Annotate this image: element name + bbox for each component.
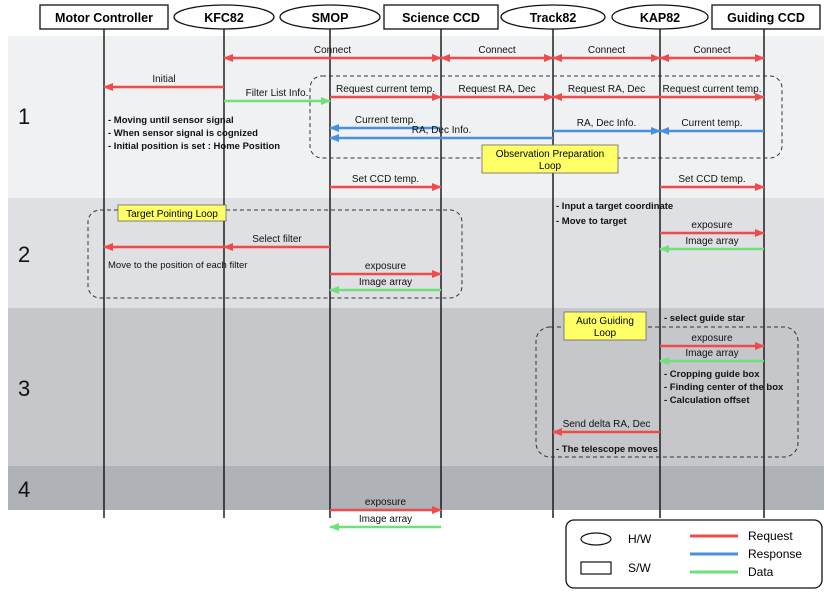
phase-number-2: 2 — [18, 242, 30, 267]
phase-number-1: 1 — [18, 104, 30, 129]
legend-sw-rect — [580, 561, 612, 575]
note-text: - The telescope moves — [556, 444, 658, 455]
note-text: - Cropping guide box — [664, 369, 760, 380]
phase-number-3: 3 — [18, 376, 30, 401]
phase-band-1 — [8, 36, 824, 198]
legend: H/W S/W Request Response Data — [565, 519, 823, 589]
lane-header-ellipse — [611, 4, 709, 30]
message-arrows: Connect Connect Connect ConnectInitialFilte… — [103, 45, 765, 531]
message-label: Image array — [685, 236, 738, 247]
loop-label-box — [563, 311, 647, 341]
message-label: Image array — [359, 277, 412, 288]
loop-label-text: Loop — [594, 328, 617, 339]
phase-band-3 — [8, 308, 824, 466]
loop-label-text: Target Pointing Loop — [126, 209, 218, 220]
lane-header-box — [711, 4, 821, 30]
lane-label: Guiding CCD — [727, 11, 805, 25]
phase-number-4: 4 — [18, 477, 30, 502]
lane-label: KAP82 — [640, 11, 680, 25]
loop-labels: Observation Preparation Loop Target Poin… — [117, 144, 647, 341]
loop-label-text: Observation Preparation — [496, 149, 604, 160]
lane-headers: Motor Controller KFC82 SMOP Science CCD … — [39, 4, 821, 30]
message-label: Request current temp. — [336, 84, 435, 95]
lane-header-ellipse — [500, 4, 606, 30]
legend-sw-label: S/W — [628, 561, 651, 575]
message-label: exposure — [365, 497, 407, 508]
message-label: exposure — [691, 220, 733, 231]
message-label: Connect — [693, 45, 730, 56]
legend-hw-ellipse — [580, 532, 612, 546]
message-label: Initial — [152, 74, 175, 85]
lane-label: KFC82 — [204, 11, 244, 25]
legend-request-label: Request — [748, 529, 793, 543]
legend-response-label: Response — [748, 547, 802, 561]
note-text: - Moving until sensor signal — [108, 115, 234, 126]
message-label: exposure — [691, 333, 733, 344]
message-label: Set CCD temp. — [352, 174, 419, 185]
note-text: - Initial position is set : Home Positio… — [108, 141, 280, 152]
lane-label: SMOP — [312, 11, 349, 25]
message-label: exposure — [365, 261, 407, 272]
legend-hw-label: H/W — [628, 532, 652, 546]
phase-numbers: 1 2 3 4 — [18, 104, 30, 502]
message-label: Connect — [314, 45, 351, 56]
loop-label-text: Loop — [539, 161, 562, 172]
message-label: RA, Dec Info. — [412, 125, 471, 136]
loop-frames — [87, 75, 799, 458]
message-label: Current temp. — [355, 115, 416, 126]
lane-header-box — [39, 4, 169, 30]
notes: - Moving until sensor signal - When sens… — [108, 115, 784, 455]
message-label: Filter List Info. — [246, 88, 309, 99]
loop-frame-observation — [309, 75, 783, 159]
message-label: Current temp. — [681, 118, 742, 129]
note-text: - Calculation offset — [664, 395, 750, 406]
loop-label-text: Auto Guiding — [576, 316, 634, 327]
message-label: Request current temp. — [663, 84, 762, 95]
message-label: RA, Dec Info. — [577, 118, 636, 129]
loop-label-box — [481, 144, 619, 174]
note-text: - Move to target — [556, 216, 628, 227]
phase-band-4 — [8, 466, 824, 510]
message-label: Request RA, Dec — [458, 84, 535, 95]
loop-frame-auto-guiding — [535, 326, 799, 458]
lane-header-ellipse — [173, 4, 275, 30]
message-label: Connect — [478, 45, 515, 56]
message-label: Select filter — [252, 234, 302, 245]
lane-label: Track82 — [530, 11, 577, 25]
note-text: - select guide star — [664, 313, 745, 324]
message-label: Image array — [685, 348, 738, 359]
note-text: - Input a target coordinate — [556, 201, 673, 212]
lane-header-box — [383, 4, 499, 30]
lifelines — [103, 28, 765, 518]
lane-header-ellipse — [279, 4, 381, 30]
note-text: - When sensor signal is cognized — [108, 128, 258, 139]
message-label: Request RA, Dec — [568, 84, 645, 95]
lane-label: Motor Controller — [55, 11, 153, 25]
note-text: - Finding center of the box — [664, 382, 784, 393]
message-label: Send delta RA, Dec — [563, 419, 651, 430]
legend-data-label: Data — [748, 565, 774, 579]
loop-label-box — [117, 204, 227, 222]
message-label: Connect — [588, 45, 625, 56]
message-label: Set CCD temp. — [678, 174, 745, 185]
loop-frame-target-pointing — [87, 209, 463, 299]
note-text: Move to the position of each filter — [108, 260, 247, 271]
message-label: Image array — [359, 514, 412, 525]
phase-bands — [8, 36, 824, 510]
lane-label: Science CCD — [402, 11, 480, 25]
